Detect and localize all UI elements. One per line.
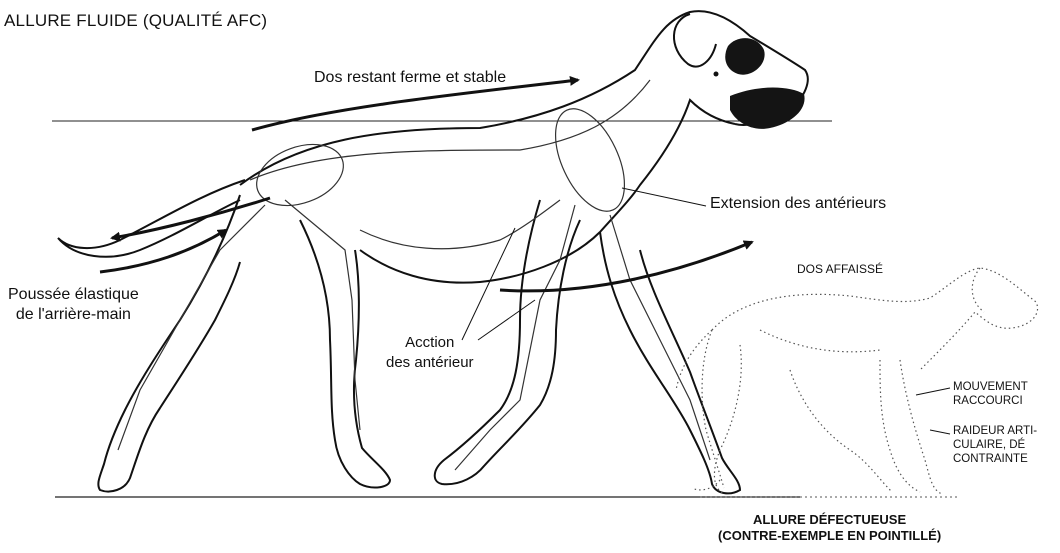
leader-extension: [622, 188, 706, 206]
label-joint-stiffness: RAIDEUR ARTI- CULAIRE, DÉ CONTRAINTE: [953, 424, 1037, 466]
label-faulty-gait-line1: ALLURE DÉFECTUEUSE: [718, 512, 941, 528]
label-shortened-movement-line1: MOUVEMENT: [953, 380, 1028, 394]
ear-patch: [725, 38, 764, 75]
label-joint-stiffness-line3: CONTRAINTE: [953, 452, 1037, 466]
leader-action-2: [478, 300, 535, 340]
leader-short: [916, 388, 950, 395]
label-shortened-movement: MOUVEMENT RACCOURCI: [953, 380, 1028, 408]
eye: [714, 72, 719, 77]
label-faulty-gait-line2: (CONTRE-EXEMPLE EN POINTILLÉ): [718, 528, 941, 544]
diagram-title: ALLURE FLUIDE (QUALITÉ AFC): [4, 11, 267, 31]
label-hindquarter-push: Poussée élastique de l'arrière-main: [8, 285, 139, 325]
label-forelimb-action: Acction des antérieur: [386, 333, 474, 373]
back-arrow: [252, 80, 578, 130]
leader-stiff: [930, 430, 950, 434]
label-forelimb-action-line2: des antérieur: [386, 353, 474, 373]
label-hindquarter-push-line1: Poussée élastique: [8, 285, 139, 305]
label-hindquarter-push-line2: de l'arrière-main: [8, 305, 139, 325]
label-shortened-movement-line2: RACCOURCI: [953, 394, 1028, 408]
label-joint-stiffness-line1: RAIDEUR ARTI-: [953, 424, 1037, 438]
label-forelimb-extension: Extension des antérieurs: [710, 195, 886, 213]
label-joint-stiffness-line2: CULAIRE, DÉ: [953, 438, 1037, 452]
label-forelimb-action-line1: Acction: [386, 333, 474, 353]
label-sagging-back: DOS AFFAISSÉ: [797, 262, 883, 276]
label-back-stable: Dos restant ferme et stable: [314, 69, 506, 87]
label-faulty-gait: ALLURE DÉFECTUEUSE (CONTRE-EXEMPLE EN PO…: [718, 512, 941, 544]
muzzle-patch: [730, 88, 805, 129]
leader-action-1: [462, 228, 515, 340]
